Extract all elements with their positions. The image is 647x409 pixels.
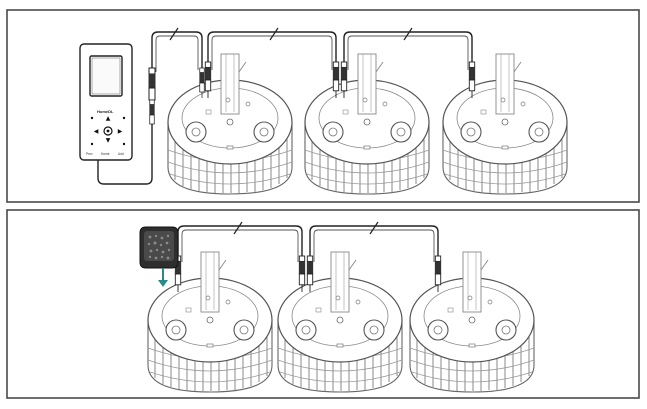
cable-remote-to-fixture-1: [151, 31, 203, 72]
right-icon[interactable]: ▶: [118, 128, 123, 135]
handheld-remote: HomeDL ▲ ▼ ◀ ▶ Prev Home Add: [79, 43, 133, 161]
cable-fixture-1-to-2: [207, 31, 337, 70]
cable-fixture-2-to-3: [343, 31, 473, 70]
cable-break-5: [369, 221, 379, 235]
remote-brand-label: HomeDL: [97, 109, 114, 114]
cable-fixture-5-to-6: [309, 225, 439, 262]
remote-small-button-right[interactable]: [122, 116, 126, 120]
top-panel: HomeDL ▲ ▼ ◀ ▶ Prev Home Add: [79, 27, 568, 195]
cable-break-2: [269, 27, 279, 41]
remote-footer-mid: Home: [101, 152, 110, 156]
cable-break-3: [403, 27, 413, 41]
down-icon[interactable]: ▼: [106, 137, 111, 144]
bottom-panel: [139, 221, 535, 393]
remote-small-button-left[interactable]: [90, 116, 94, 120]
cable-break-4: [233, 221, 243, 235]
remote-footer-right: Add: [118, 152, 124, 156]
cable-break-1: [169, 27, 179, 41]
up-icon[interactable]: ▲: [106, 115, 111, 122]
remote-footer-left: Prev: [86, 152, 93, 156]
cable-remote-lower: [97, 110, 153, 185]
wireless-dongle: [139, 226, 179, 287]
left-icon[interactable]: ◀: [94, 128, 99, 135]
